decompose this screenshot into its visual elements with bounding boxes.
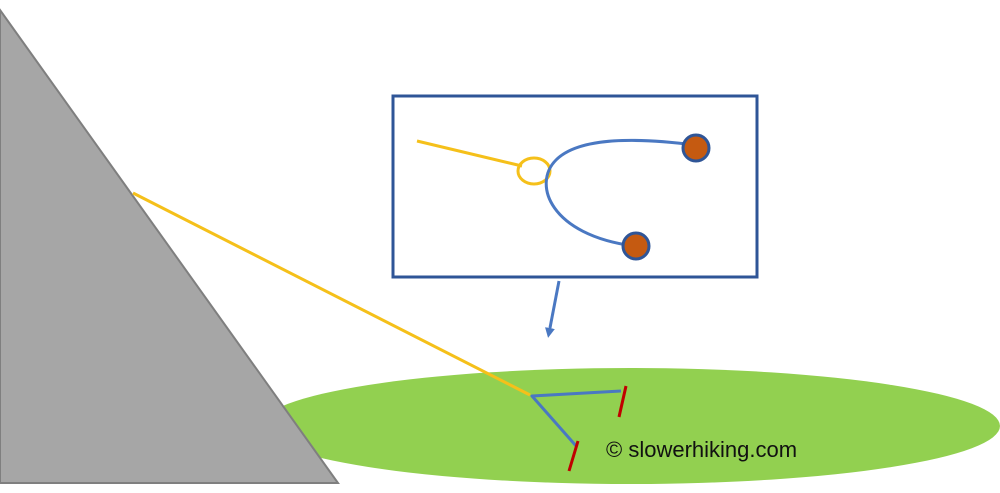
- pointer-arrow-icon: [545, 280, 561, 338]
- watermark-text: © slowerhiking.com: [606, 437, 797, 462]
- main-rope: [132, 191, 531, 397]
- ground-ellipse: [260, 368, 1000, 484]
- ground-anchor-webbing: [530, 389, 622, 448]
- inset-frame: [391, 94, 759, 279]
- anchor-bottom-icon: [621, 231, 651, 261]
- anchor-top-icon: [681, 133, 711, 163]
- detail-inset: [391, 94, 759, 279]
- stake-right: [617, 385, 628, 418]
- inset-webbing: [544, 138, 696, 248]
- stake-left: [567, 440, 580, 472]
- rock-face: [0, 8, 340, 484]
- inset-rope: [416, 139, 523, 168]
